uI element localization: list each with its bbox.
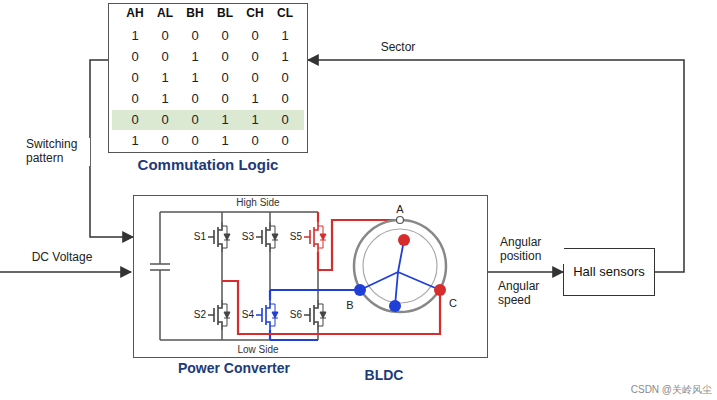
- connector-label: Sector: [379, 41, 418, 55]
- mosfet-symbol: [256, 300, 278, 330]
- table-cell: 0: [281, 71, 288, 86]
- leg-wire: [269, 290, 271, 340]
- table-cell: 0: [221, 71, 228, 86]
- mosfet-symbol: [304, 300, 326, 330]
- table-header: AL: [157, 7, 173, 21]
- table-cell: 1: [191, 71, 198, 86]
- table-header: AH: [126, 7, 143, 21]
- table-cell: 0: [281, 134, 288, 149]
- table-cell: 0: [221, 29, 228, 44]
- table-cell: 0: [161, 50, 168, 65]
- switch-label: S4: [242, 309, 254, 321]
- switch-label: S3: [242, 231, 254, 243]
- table-cell: 1: [221, 134, 228, 149]
- table-cell: 1: [131, 134, 138, 149]
- table-cell: 0: [191, 134, 198, 149]
- mosfet-symbol: [208, 222, 230, 252]
- table-cell: 0: [131, 92, 138, 107]
- table-cell: 0: [161, 113, 168, 128]
- table-cell: 0: [191, 29, 198, 44]
- winding-dot: [434, 284, 446, 296]
- box-caption: Commutation Logic: [109, 156, 307, 173]
- table-header: CH: [246, 7, 263, 21]
- dc-rail: [270, 339, 318, 341]
- signal-connector: [488, 271, 563, 273]
- phase-b-wire: [270, 289, 356, 291]
- table-cell: 0: [191, 92, 198, 107]
- phase-label: A: [396, 203, 403, 216]
- switch-label: S6: [290, 309, 302, 321]
- motor-stator: [354, 220, 446, 312]
- table-cell: 1: [281, 50, 288, 65]
- sensor-box: Hall sensors: [563, 248, 655, 296]
- table-cell: 0: [251, 50, 258, 65]
- phase-label: B: [346, 299, 353, 312]
- mosfet-symbol: [208, 300, 230, 330]
- table-cell: 1: [131, 29, 138, 44]
- table-cell: 0: [161, 134, 168, 149]
- table-cell: 0: [131, 50, 138, 65]
- signal-label: Angular speed: [498, 280, 560, 308]
- table-header: BH: [186, 7, 203, 21]
- switch-label: S2: [194, 309, 206, 321]
- table-cell: 0: [221, 92, 228, 107]
- table-cell: 1: [221, 113, 228, 128]
- phase-label: C: [449, 297, 457, 310]
- rail-label: Low Side: [237, 344, 278, 356]
- table-cell: 1: [191, 50, 198, 65]
- terminal-a: [397, 217, 404, 224]
- connector-label: Angular position: [498, 236, 564, 264]
- dc-input-arrow: [0, 271, 131, 273]
- table-cell: 1: [161, 92, 168, 107]
- table-cell: 0: [281, 92, 288, 107]
- box-caption: BLDC: [349, 367, 419, 383]
- winding-dot: [354, 284, 366, 296]
- signal-label: DC Voltage: [32, 251, 93, 265]
- table-header: BL: [217, 7, 233, 21]
- switch-label: S1: [194, 231, 206, 243]
- table-cell: 1: [161, 71, 168, 86]
- box-caption: Power Converter: [174, 360, 294, 376]
- leg-wire: [317, 212, 319, 270]
- phase-c-wire: [222, 281, 440, 334]
- table-cell: 0: [131, 113, 138, 128]
- table-cell: 0: [251, 71, 258, 86]
- winding-dot: [398, 234, 410, 246]
- table-cell: 0: [281, 113, 288, 128]
- leg-wire: [221, 212, 223, 340]
- box-label: Hall sensors: [567, 261, 651, 283]
- table-cell: 0: [221, 50, 228, 65]
- capacitor-symbol: [150, 212, 170, 340]
- table-cell: 1: [251, 113, 258, 128]
- winding-dot: [389, 300, 401, 312]
- signal-connector: [90, 60, 133, 237]
- table-cell: 0: [131, 71, 138, 86]
- phase-a-wire: [318, 220, 396, 270]
- watermark: CSDN @关岭风尘: [631, 384, 712, 396]
- table-header: CL: [277, 7, 293, 21]
- table-cell: 1: [281, 29, 288, 44]
- signal-connector: [308, 60, 684, 272]
- table-cell: 0: [251, 134, 258, 149]
- converter-box: Power ConverterBLDC: [133, 195, 488, 358]
- highlight-row: [112, 110, 304, 130]
- table-cell: 1: [251, 92, 258, 107]
- table-cell: 0: [161, 29, 168, 44]
- motor-winding: [360, 240, 440, 306]
- mosfet-symbol: [304, 222, 326, 252]
- connector-label: Switching pattern: [24, 138, 90, 166]
- mosfet-symbol: [256, 222, 278, 252]
- rail-label: High Side: [236, 197, 279, 209]
- table-cell: 0: [191, 113, 198, 128]
- switch-label: S5: [290, 231, 302, 243]
- table-cell: 0: [251, 29, 258, 44]
